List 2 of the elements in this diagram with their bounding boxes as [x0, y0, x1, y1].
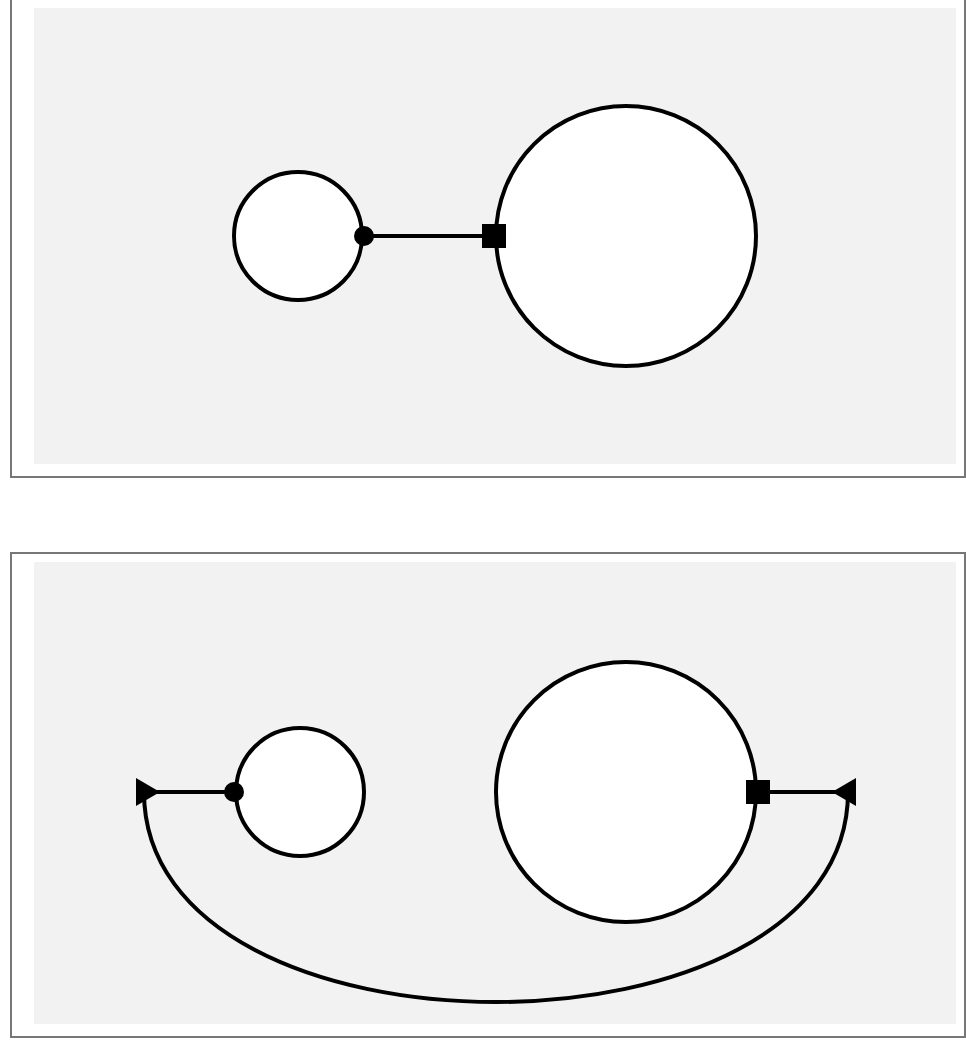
panel	[10, 552, 966, 1038]
panel	[10, 0, 966, 478]
